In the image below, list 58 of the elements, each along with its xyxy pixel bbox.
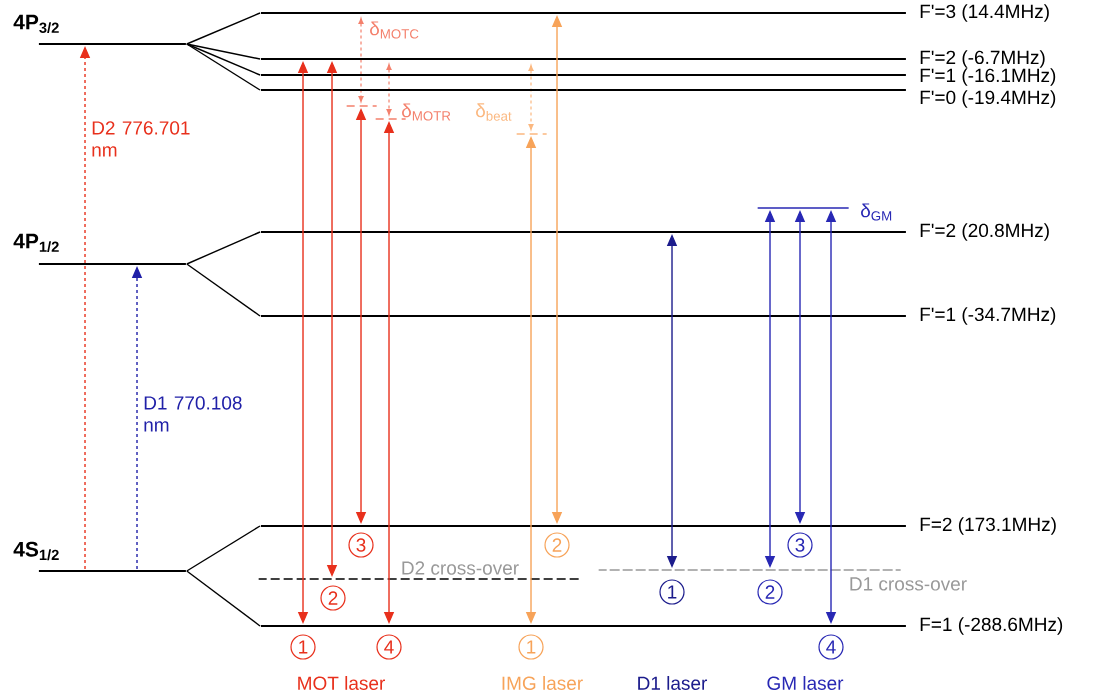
level-label: F'=0 (-19.4MHz) — [920, 90, 1056, 108]
splitting-line — [186, 43, 261, 76]
callout-number: 2 — [544, 532, 570, 558]
splitting-line — [186, 43, 261, 91]
detuning-label: δ$_{beat}$ — [476, 103, 512, 121]
laser-label: GM laser — [767, 676, 844, 690]
energy-level-line — [260, 231, 907, 233]
detuning-line — [375, 118, 407, 120]
splitting-line — [186, 570, 261, 627]
callout-number: 4 — [818, 634, 844, 660]
energy-level-line — [38, 263, 187, 265]
callout-number: 1 — [659, 579, 685, 605]
level-label: F=1 (-288.6MHz) — [920, 617, 1063, 635]
line-label: D1 cross-over — [847, 576, 969, 592]
energy-level-line — [38, 43, 187, 45]
level-label: 4P$_{3/2}$ — [13, 14, 59, 34]
energy-level-line — [260, 315, 907, 317]
splitting-line — [186, 263, 261, 317]
edge-label: D1 770.108 nm — [144, 396, 242, 432]
detuning-label: δ$_{GM}$ — [861, 203, 892, 221]
detuning-line — [757, 207, 850, 209]
energy-level-line — [260, 525, 907, 527]
callout-number: 2 — [757, 579, 783, 605]
level-label: F=2 (173.1MHz) — [920, 517, 1056, 535]
callout-number: 3 — [787, 532, 813, 558]
level-label: 4S$_{1/2}$ — [13, 541, 59, 561]
laser-label: D1 laser — [638, 676, 708, 690]
laser-label: MOT laser — [298, 676, 385, 690]
level-label: F'=2 (20.8MHz) — [920, 223, 1049, 241]
detuning-line — [258, 578, 582, 580]
energy-level-line — [260, 12, 907, 14]
energy-level-line — [260, 74, 907, 76]
detuning-line — [598, 569, 902, 571]
level-label: F'=1 (-34.7MHz) — [920, 307, 1056, 325]
energy-level-line — [260, 625, 907, 627]
laser-label: IMG laser — [502, 676, 583, 690]
energy-level-line — [38, 570, 187, 572]
energy-level-line — [260, 89, 907, 91]
edge-label: D2 776.701 nm — [92, 121, 190, 157]
callout-number: 3 — [348, 532, 374, 558]
level-label: F'=2 (-6.7MHz) — [920, 50, 1045, 68]
detuning-line — [346, 105, 378, 107]
line-label: D2 cross-over — [399, 560, 521, 576]
splitting-line — [186, 12, 261, 45]
callout-number: 1 — [518, 634, 544, 660]
level-label: F'=1 (-16.1MHz) — [920, 68, 1056, 86]
detuning-label: δ$_{MOTC}$ — [370, 21, 419, 39]
splitting-line — [186, 231, 261, 265]
callout-number: 2 — [320, 585, 346, 611]
level-label: F'=3 (14.4MHz) — [920, 4, 1049, 22]
energy-level-line — [260, 58, 907, 60]
splitting-line — [186, 43, 261, 60]
detuning-label: δ$_{MOTR}$ — [402, 103, 451, 121]
splitting-line — [186, 525, 261, 572]
callout-number: 4 — [376, 634, 402, 660]
level-label: 4P$_{1/2}$ — [13, 233, 59, 253]
callout-number: 1 — [290, 634, 316, 660]
detuning-line — [516, 133, 548, 135]
